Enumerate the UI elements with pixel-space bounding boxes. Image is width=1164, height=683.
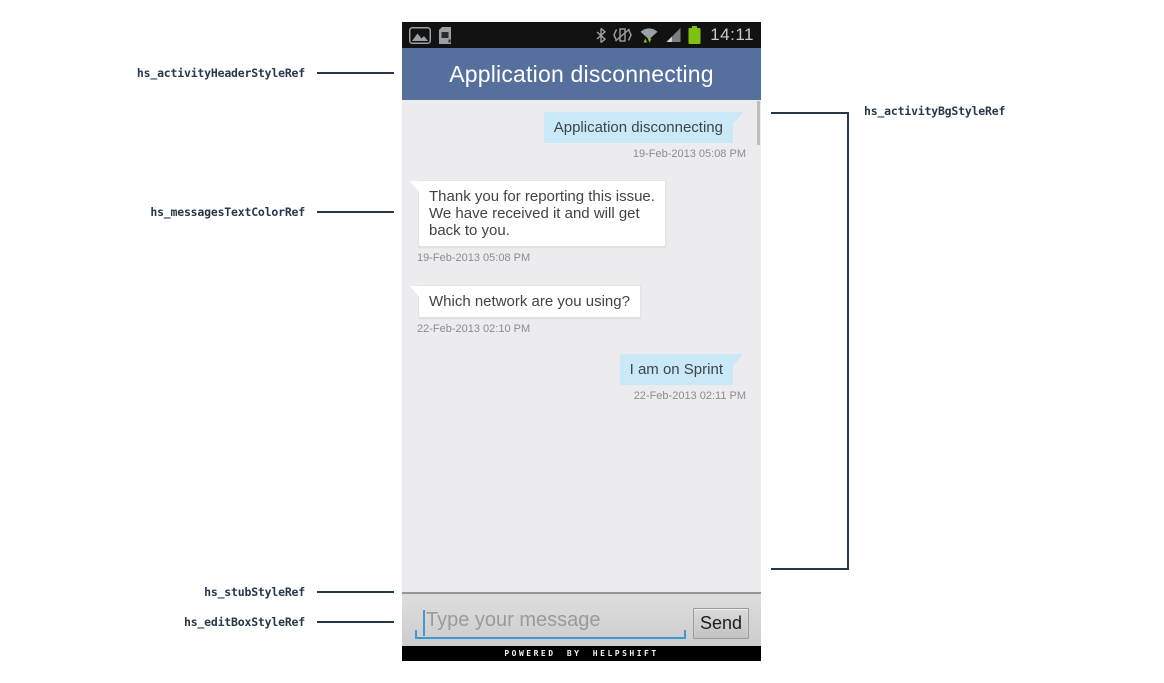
bubble-tail-icon bbox=[733, 354, 743, 366]
chat-area[interactable]: Application disconnecting 19-Feb-2013 05… bbox=[402, 100, 761, 592]
status-bar-indicators: 14:11 bbox=[596, 25, 754, 45]
annotation-line-activity-header bbox=[317, 72, 394, 74]
message-group: Application disconnecting 19-Feb-2013 05… bbox=[543, 112, 746, 160]
send-button[interactable]: Send bbox=[693, 608, 749, 639]
bubble-tail-icon bbox=[410, 181, 419, 192]
wifi-data-icon bbox=[640, 28, 658, 43]
message-text: I am on Sprint bbox=[629, 361, 723, 378]
annotation-activity-bg-style: hs_activityBgStyleRef bbox=[864, 104, 1006, 118]
page-title: Application disconnecting bbox=[449, 60, 714, 87]
annotation-bracket-activity-bg bbox=[771, 112, 849, 570]
message-edit-box[interactable] bbox=[415, 606, 686, 639]
bubble-tail-icon bbox=[733, 112, 743, 124]
message-text: Which network are you using? bbox=[429, 293, 630, 310]
user-message-bubble: Application disconnecting bbox=[543, 112, 743, 143]
agent-message-bubble: Thank you for reporting this issue. We h… bbox=[410, 180, 666, 247]
editbox-left-tick bbox=[415, 630, 417, 639]
message-input[interactable] bbox=[415, 606, 686, 637]
editbox-right-tick bbox=[684, 630, 686, 639]
message-text: Application disconnecting bbox=[553, 119, 723, 136]
user-message-bubble: I am on Sprint bbox=[619, 354, 743, 385]
message-timestamp: 22-Feb-2013 02:10 PM bbox=[417, 323, 531, 335]
annotation-editbox-style: hs_editBoxStyleRef bbox=[183, 615, 305, 629]
bubble-tail-icon bbox=[410, 286, 419, 297]
message-group: Which network are you using? 22-Feb-2013… bbox=[410, 285, 641, 335]
scrollbar-thumb[interactable] bbox=[757, 101, 760, 145]
phone-screen: 14:11 Application disconnecting Applicat… bbox=[402, 22, 761, 661]
bluetooth-icon bbox=[596, 27, 607, 43]
agent-message-bubble: Which network are you using? bbox=[410, 285, 641, 318]
composer-bar: Send bbox=[402, 592, 761, 646]
sim-card-icon bbox=[439, 26, 451, 44]
annotation-stub-style: hs_stubStyleRef bbox=[204, 585, 305, 599]
annotation-line-messages-text bbox=[317, 211, 394, 213]
activity-header: Application disconnecting bbox=[402, 48, 761, 100]
vibrate-mute-icon bbox=[613, 28, 633, 42]
message-group: I am on Sprint 22-Feb-2013 02:11 PM bbox=[619, 354, 746, 402]
annotation-messages-text-color: hs_messagesTextColorRef bbox=[150, 205, 305, 219]
powered-by-footer: POWERED BY HELPSHIFT bbox=[402, 646, 761, 661]
status-bar: 14:11 bbox=[402, 22, 761, 48]
battery-icon bbox=[688, 26, 701, 44]
status-bar-clock: 14:11 bbox=[710, 25, 754, 44]
annotation-line-editbox bbox=[317, 621, 394, 623]
message-text: Thank you for reporting this issue. We h… bbox=[429, 188, 655, 239]
text-cursor bbox=[423, 610, 425, 636]
status-bar-notifications bbox=[409, 26, 453, 44]
signal-strength-icon bbox=[666, 28, 681, 42]
message-timestamp: 19-Feb-2013 05:08 PM bbox=[632, 148, 746, 160]
annotation-line-stub bbox=[317, 591, 394, 593]
gallery-icon bbox=[409, 26, 431, 44]
powered-by-text: POWERED BY HELPSHIFT bbox=[504, 649, 659, 658]
message-group: Thank you for reporting this issue. We h… bbox=[410, 180, 666, 264]
annotation-activity-header-style: hs_activityHeaderStyleRef bbox=[136, 66, 305, 80]
message-timestamp: 19-Feb-2013 05:08 PM bbox=[417, 252, 531, 264]
message-timestamp: 22-Feb-2013 02:11 PM bbox=[633, 390, 746, 402]
